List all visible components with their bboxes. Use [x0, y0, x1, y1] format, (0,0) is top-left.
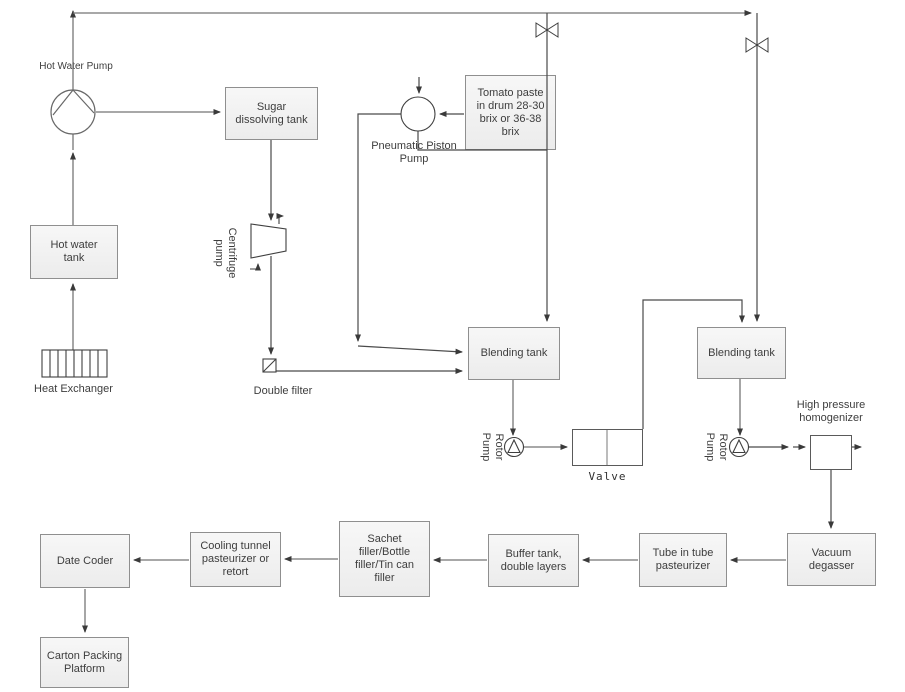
node-tomato-paste-drum: Tomato paste in drum 28-30 brix or 36-38…	[465, 75, 556, 150]
centrifuge-pump-icon	[250, 213, 287, 271]
high-pressure-homogenizer-symbol	[810, 435, 852, 470]
valve-icon-2	[745, 37, 769, 53]
flow-pneumatic-to-blending1	[357, 345, 463, 355]
valve-label: Valve	[588, 470, 627, 483]
node-date-coder: Date Coder	[40, 534, 130, 588]
node-blending-tank-2: Blending tank	[697, 327, 786, 379]
hot-water-pump-icon	[50, 89, 96, 135]
node-blending-tank-1: Blending tank	[468, 327, 560, 380]
heat-exchanger-icon	[41, 349, 108, 378]
flow-lines-dark	[268, 13, 862, 529]
node-hot-water-tank: Hot water tank	[30, 225, 118, 279]
pneumatic-piston-pump-icon	[400, 96, 436, 132]
double-filter-icon	[262, 358, 277, 373]
high-pressure-homogenizer-label: High pressure homogenizer	[796, 399, 866, 424]
node-buffer-tank: Buffer tank, double layers	[488, 534, 579, 587]
node-sachet-filler: Sachet filler/Bottle filler/Tin can fill…	[339, 521, 430, 597]
rotor-pump-1-icon	[503, 436, 525, 458]
centrifuge-pump-label: Centrifuge pump	[213, 227, 238, 279]
rotor-pump-2-label: Rotor Pump	[704, 432, 729, 462]
pneumatic-piston-pump-label: Pneumatic Piston Pump	[371, 140, 457, 165]
node-cooling-tunnel: Cooling tunnel pasteurizer or retort	[190, 532, 281, 587]
rotor-pump-1-label: Rotor Pump	[480, 432, 505, 462]
node-tube-in-tube-pasteurizer: Tube in tube pasteurizer	[639, 533, 727, 587]
valve-box-symbol	[572, 429, 643, 466]
hot-water-pump-label: Hot Water Pump	[39, 61, 113, 72]
node-vacuum-degasser: Vacuum degasser	[787, 533, 876, 586]
node-carton-packing-platform: Carton Packing Platform	[40, 637, 129, 688]
rotor-pump-2-icon	[728, 436, 750, 458]
equipment-symbols	[41, 22, 769, 465]
valve-icon-1	[535, 22, 559, 38]
double-filter-label: Double filter	[253, 385, 313, 397]
heat-exchanger-label: Heat Exchanger	[34, 383, 113, 395]
node-sugar-dissolving-tank: Sugar dissolving tank	[225, 87, 318, 140]
